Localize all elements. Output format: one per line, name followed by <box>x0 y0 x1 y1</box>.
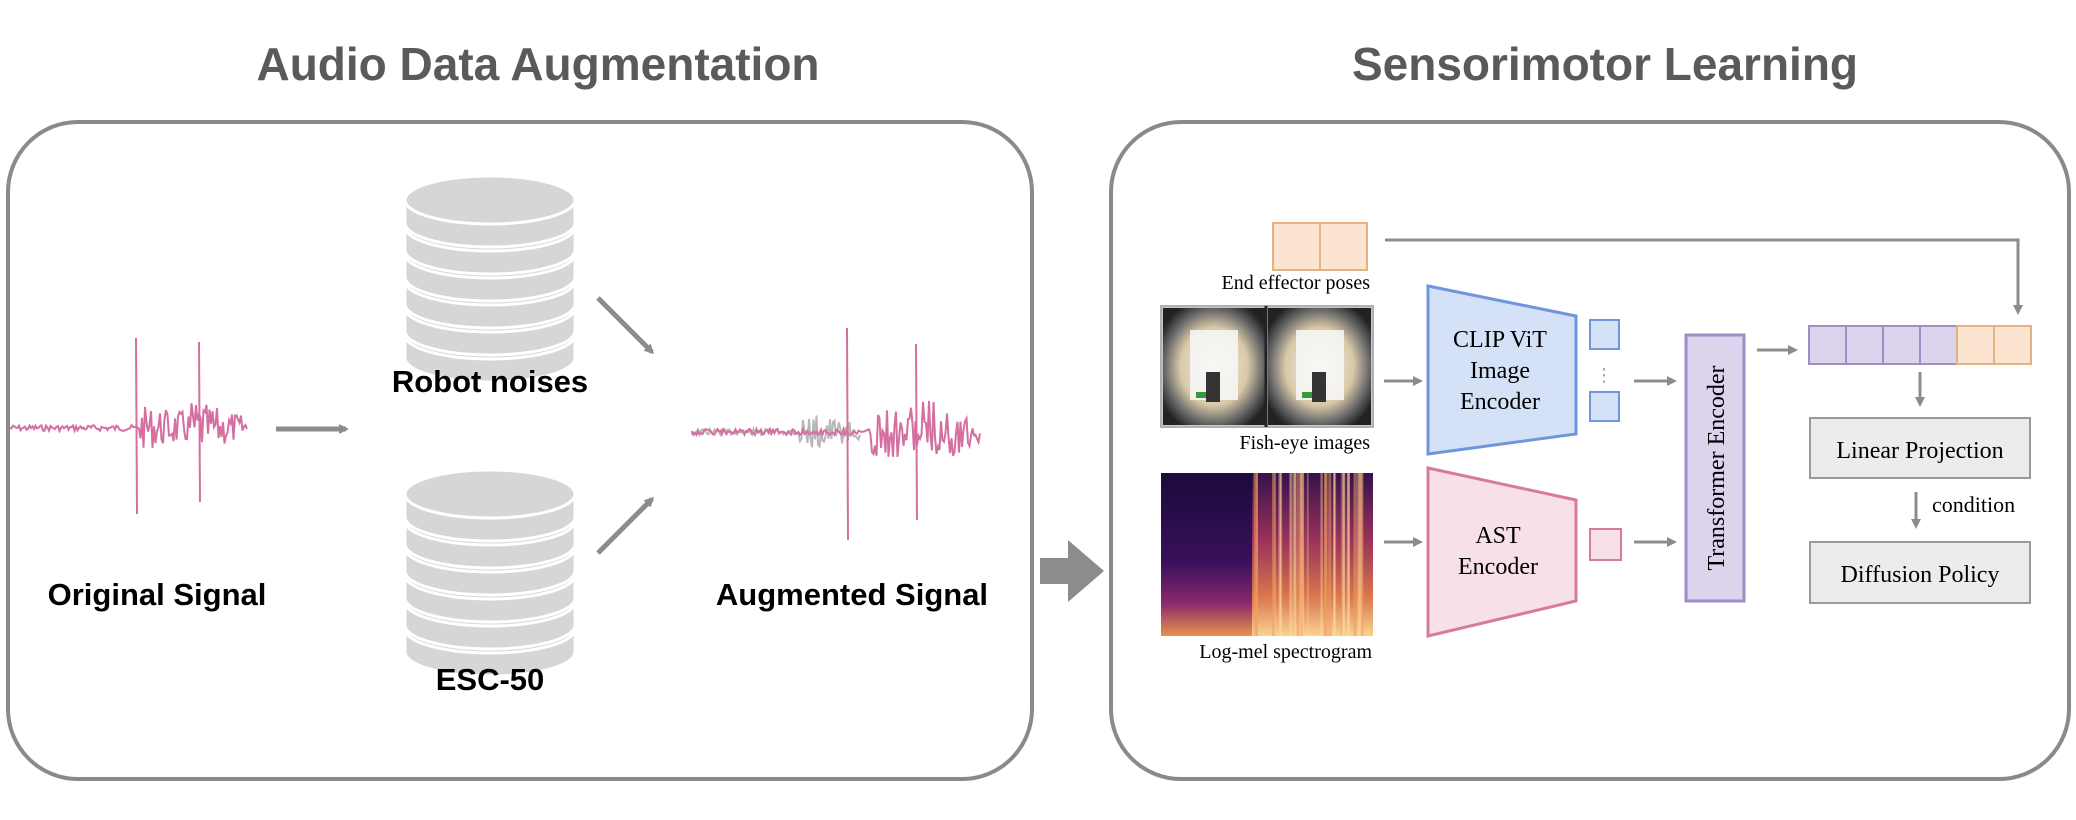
spectrogram-image <box>1161 473 1373 636</box>
augmented-signal-label: Augmented Signal <box>716 577 988 612</box>
vertical-ellipsis-icon: ⋮ <box>1595 365 1613 385</box>
skip-connection-arrow <box>1385 238 2023 315</box>
left-panel-title: Audio Data Augmentation <box>256 38 819 90</box>
left-panel <box>6 120 1034 781</box>
clip-encoder-line2: Image <box>1470 358 1530 384</box>
condition-label: condition <box>1932 492 2015 517</box>
ast-encoder-line1: AST <box>1475 523 1521 549</box>
end-effector-tokens <box>1272 222 1368 271</box>
audio-token <box>1589 528 1622 561</box>
original-waveform <box>9 337 248 515</box>
transformer-encoder-label: Transformer Encoder <box>1704 365 1730 570</box>
augmented-waveform <box>691 327 981 541</box>
fisheye-label: Fish-eye images <box>1239 432 1370 454</box>
linear-projection-box <box>1809 417 2031 479</box>
original-signal-label: Original Signal <box>48 577 267 612</box>
token-sequence <box>1808 325 2032 365</box>
clip-encoder-line3: Encoder <box>1460 389 1540 415</box>
diffusion-policy-label: Diffusion Policy <box>1841 562 2000 588</box>
esc50-label: ESC-50 <box>436 662 545 697</box>
transformer-encoder <box>1684 333 1746 603</box>
robot-noises-label: Robot noises <box>392 364 588 399</box>
right-panel-title: Sensorimotor Learning <box>1352 38 1858 90</box>
ast-encoder-line2: Encoder <box>1458 554 1538 580</box>
clip-encoder-line1: CLIP ViT <box>1453 327 1547 353</box>
image-token <box>1589 319 1620 350</box>
image-token <box>1589 391 1620 422</box>
fisheye-images <box>1160 305 1374 428</box>
end-effector-label: End effector poses <box>1222 272 1371 294</box>
linear-projection-label: Linear Projection <box>1836 438 2003 464</box>
database-icon <box>403 468 577 678</box>
diffusion-policy-box <box>1809 541 2031 604</box>
database-icon <box>403 174 577 384</box>
diagonal-arrow-icon <box>596 496 655 555</box>
spectrogram-label: Log-mel spectrogram <box>1199 641 1372 663</box>
clip-encoder <box>1426 284 1578 456</box>
ast-encoder <box>1426 466 1578 638</box>
big-arrow-icon <box>1040 540 1104 602</box>
diagonal-arrow-icon <box>596 296 655 355</box>
